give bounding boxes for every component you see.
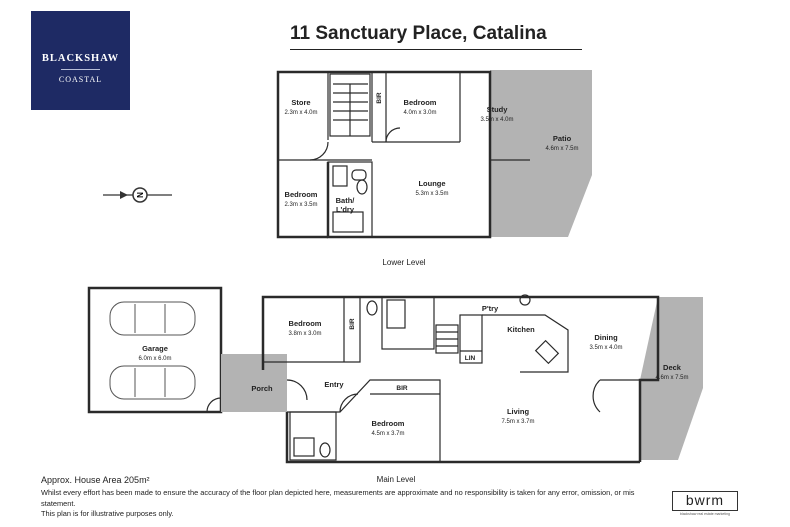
lower-bedroom2-name: Bedroom <box>285 190 318 199</box>
lower-lounge-name: Lounge <box>418 179 445 188</box>
car-top <box>109 301 196 336</box>
disclaimer-line-2: This plan is for illustrative purposes o… <box>41 509 174 518</box>
main-bir2-label: BIR <box>396 385 408 392</box>
main-deck-name: Deck <box>663 363 682 372</box>
blackshaw-coastal-logo: BLACKSHAW COASTAL <box>31 11 130 110</box>
main-dining-size: 3.5m x 4.0m <box>589 345 622 351</box>
main-level-plan: Garage 6.0m x 6.0m Bedroom 3.8m x 3.0m P… <box>87 286 703 484</box>
lower-store-size: 2.3m x 4.0m <box>284 110 317 116</box>
lower-bedroom1-name: Bedroom <box>404 98 437 107</box>
logo-sub: COASTAL <box>58 75 103 84</box>
disclaimer-line-1: Whilst every effort has been made to ens… <box>41 488 635 508</box>
lower-bir-label: BIR <box>376 92 383 104</box>
page-title: 11 Sanctuary Place, Catalina <box>290 23 582 50</box>
main-entry-name: Entry <box>324 380 344 389</box>
main-living-size: 7.5m x 3.7m <box>501 419 534 425</box>
lower-level-plan: Store 2.3m x 4.0m Bedroom 4.0m x 3.0m St… <box>276 70 592 267</box>
main-bedroom2-name: Bedroom <box>372 419 405 428</box>
main-bedroom2-size: 4.5m x 3.7m <box>371 431 404 437</box>
main-dining-name: Dining <box>594 333 618 342</box>
lower-bedroom2-size: 2.3m x 3.5m <box>284 202 317 208</box>
lower-study-name: Study <box>487 105 509 114</box>
page-title-text: 11 Sanctuary Place, Catalina <box>290 23 547 44</box>
lower-patio-name: Patio <box>553 134 572 143</box>
main-bedroom1-size: 3.8m x 3.0m <box>288 331 321 337</box>
main-garage-size: 6.0m x 6.0m <box>138 356 171 362</box>
disclaimer: Whilst every effort has been made to ens… <box>41 488 661 520</box>
main-porch-name: Porch <box>251 384 273 393</box>
main-bir1-label: BIR <box>349 318 356 330</box>
logo-divider <box>61 69 100 70</box>
lower-patio-size: 4.6m x 7.5m <box>545 146 578 152</box>
house-area: Approx. House Area 205m² <box>41 475 150 485</box>
compass-letter: N <box>136 192 145 198</box>
compass-icon: N <box>103 187 172 203</box>
main-deck-size: 4.6m x 7.5m <box>655 375 688 381</box>
lower-bath-name: Bath/L'dry <box>336 196 356 214</box>
main-garage-name: Garage <box>142 344 168 353</box>
main-lin-label: LIN <box>465 355 476 362</box>
bwrm-sub: blackshaw real estate marketing <box>680 512 730 516</box>
lower-level-label: Lower Level <box>382 258 425 267</box>
porch-area <box>221 354 287 412</box>
lower-bedroom1-size: 4.0m x 3.0m <box>403 110 436 116</box>
patio-area <box>490 70 592 237</box>
lower-study-size: 3.5m x 4.0m <box>480 117 513 123</box>
main-pantry-name: P'try <box>482 304 499 313</box>
car-bottom <box>109 365 196 400</box>
lower-lounge-size: 5.3m x 3.5m <box>415 191 448 197</box>
bwrm-logo: bwrm <box>672 491 738 511</box>
main-level-label: Main Level <box>377 475 416 484</box>
deck-area <box>640 297 703 460</box>
main-living-name: Living <box>507 407 530 416</box>
main-bedroom1-name: Bedroom <box>289 319 322 328</box>
logo-brand: BLACKSHAW <box>41 53 120 64</box>
lower-store-name: Store <box>291 98 310 107</box>
main-kitchen-name: Kitchen <box>507 325 535 334</box>
